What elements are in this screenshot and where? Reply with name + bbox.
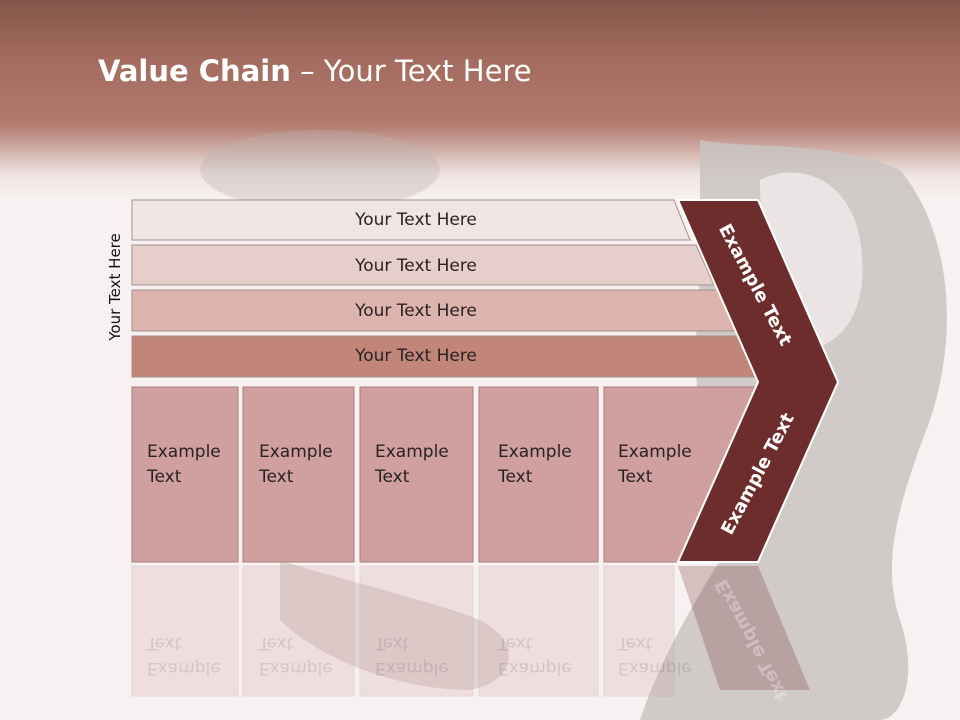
bar-3-label: Your Text Here <box>355 301 477 321</box>
chevron-shape <box>676 199 840 563</box>
column-4-reflection <box>478 565 599 697</box>
column-5-line1: Example <box>618 442 692 462</box>
bar-1-label: Your Text Here <box>355 210 477 230</box>
columns-group <box>131 386 761 563</box>
column-2-line1: Example <box>259 442 333 462</box>
column-4-shape <box>478 386 599 563</box>
column-5-reflection <box>603 565 675 697</box>
column-1-line2: Text <box>147 467 182 487</box>
bar-2-label: Your Text Here <box>355 256 477 276</box>
slide-title-bold: Value Chain <box>98 54 291 88</box>
column-3-line1: Example <box>375 442 449 462</box>
slide-title-rest: – Your Text Here <box>290 54 532 88</box>
column-1-reflection <box>131 565 239 697</box>
column-5-line2: Text <box>618 467 653 487</box>
column-4-line2: Text <box>498 467 533 487</box>
column-1-shape <box>131 386 239 563</box>
bar-4-label: Your Text Here <box>355 346 477 366</box>
chevron-reflection <box>678 566 810 690</box>
column-2-line2: Text <box>259 467 294 487</box>
bar-2-shape <box>131 244 715 286</box>
column-2-reflection <box>242 565 355 697</box>
column-4-line1: Example <box>498 442 572 462</box>
column-3-shape <box>359 386 474 563</box>
slide-title: Value Chain – Your Text Here <box>98 54 532 88</box>
column-2-shape <box>242 386 355 563</box>
columns-reflection-group <box>131 565 675 697</box>
bar-1-shape <box>131 199 691 241</box>
column-3-line2: Text <box>375 467 410 487</box>
column-3-reflection <box>359 565 474 697</box>
column-1-line1: Example <box>147 442 221 462</box>
